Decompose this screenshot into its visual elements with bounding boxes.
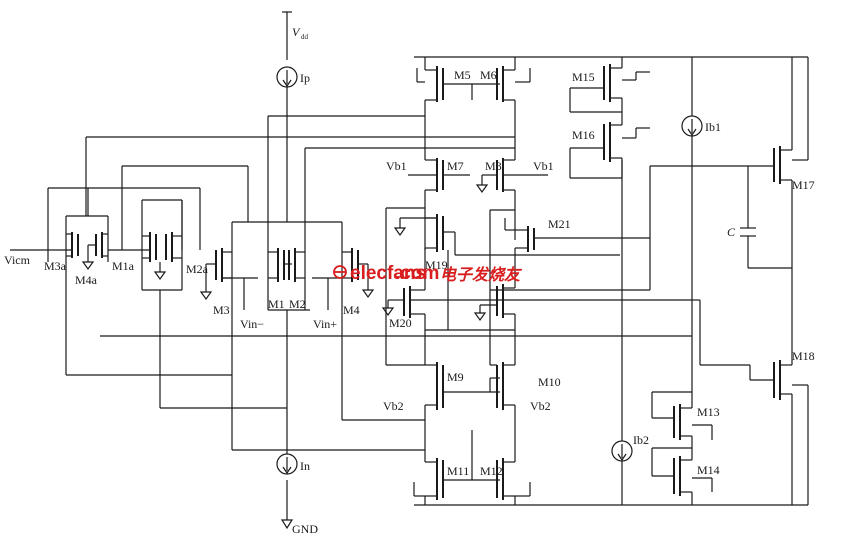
ip-label: Ip xyxy=(300,71,310,85)
ib1-label: Ib1 xyxy=(705,120,721,134)
label-m12: M12 xyxy=(480,464,503,478)
interconnect-wires xyxy=(47,115,701,451)
transistor-m3 xyxy=(199,221,268,310)
label-m17: M17 xyxy=(792,178,815,192)
current-source-ib1 xyxy=(681,57,703,400)
transistor-m20 xyxy=(381,286,692,330)
transistor-m1 xyxy=(267,222,310,311)
input-labels: Vicm Vin− Vin+ xyxy=(4,253,337,331)
label-m4a: M4a xyxy=(75,273,98,287)
label-m18: M18 xyxy=(792,349,815,363)
vb2-left-label: Vb2 xyxy=(383,399,404,413)
vdd-label: V xyxy=(292,25,301,39)
label-m14: M14 xyxy=(697,463,720,477)
label-m2a: M2a xyxy=(186,262,209,276)
in-label: In xyxy=(300,459,310,473)
transistor-m14 xyxy=(651,447,713,505)
vin-minus-label: Vin− xyxy=(240,317,264,331)
transistor-m4 xyxy=(305,221,375,310)
transistor-m19 xyxy=(400,214,620,290)
transistor-m9 xyxy=(424,330,500,450)
transistor-m2 xyxy=(268,221,306,310)
label-m15: M15 xyxy=(572,70,595,84)
capacitor-label: C xyxy=(727,225,736,239)
label-m1a: M1a xyxy=(112,259,135,273)
label-m3a: M3a xyxy=(44,259,67,273)
current-source-ib2 xyxy=(611,160,633,505)
label-m21: M21 xyxy=(548,217,571,231)
label-m10: M10 xyxy=(538,375,561,389)
capacitor-c xyxy=(740,166,792,269)
transistor-m18 xyxy=(700,360,809,505)
label-m20: M20 xyxy=(389,316,412,330)
label-m19: M19 xyxy=(425,258,448,272)
watermark-cn: 电子发烧友 xyxy=(440,266,523,284)
vdd-rail xyxy=(282,11,808,60)
label-m8: M8 xyxy=(485,159,502,173)
label-m5: M5 xyxy=(454,68,471,82)
watermark: elecfans .com 电子发烧友 xyxy=(333,263,523,284)
supply-labels: V dd GND xyxy=(292,25,318,536)
current-source-in xyxy=(276,310,298,475)
transistor-m1a xyxy=(108,200,157,290)
label-m1: M1 xyxy=(268,297,285,311)
watermark-dotcom: .com xyxy=(395,263,439,284)
vb1-left-label: Vb1 xyxy=(386,159,407,173)
transistor-m12 xyxy=(496,450,531,505)
watermark-logo-icon xyxy=(333,265,347,279)
current-source-ip xyxy=(276,66,298,222)
label-m7: M7 xyxy=(447,159,464,173)
transistor-m6 xyxy=(496,57,531,160)
label-m16: M16 xyxy=(572,128,595,142)
watermark-site: elecfans xyxy=(350,263,426,284)
vdd-subscript: dd xyxy=(301,33,309,41)
gnd-label: GND xyxy=(292,522,318,536)
label-m9: M9 xyxy=(447,370,464,384)
transistor-m2a xyxy=(142,200,183,291)
ib2-label: Ib2 xyxy=(633,433,649,447)
transistor-labels: M1 M2 M3 M4 M5 M6 M7 M8 M9 M10 M11 M12 M… xyxy=(44,68,815,478)
vb1-right-label: Vb1 xyxy=(533,159,554,173)
transistor-m13 xyxy=(651,391,713,460)
transistor-m3a xyxy=(10,215,108,262)
gnd-rail xyxy=(280,480,808,530)
label-m6: M6 xyxy=(480,68,497,82)
transistor-m16 xyxy=(569,122,650,179)
transistor-m8 xyxy=(475,158,548,230)
transistor-m15 xyxy=(569,57,650,125)
source-labels: Ip In Ib1 Ib2 C xyxy=(300,71,736,473)
label-m11: M11 xyxy=(447,464,469,478)
label-m13: M13 xyxy=(697,405,720,419)
vin-plus-label: Vin+ xyxy=(313,317,337,331)
transistor-m17 xyxy=(649,57,809,365)
label-m4: M4 xyxy=(343,303,360,317)
transistor-m5 xyxy=(416,57,500,160)
bias-labels: Vb1 Vb1 Vb2 Vb2 xyxy=(383,159,554,413)
vicm-label: Vicm xyxy=(4,253,31,267)
transistor-m11 xyxy=(413,430,500,505)
transistor-m21 xyxy=(393,218,610,260)
transistor-m7 xyxy=(408,158,470,230)
label-m3: M3 xyxy=(213,303,230,317)
transistor-m10 xyxy=(489,330,516,450)
transistor-m4a xyxy=(81,188,109,271)
label-m2: M2 xyxy=(289,297,306,311)
vb2-right-label: Vb2 xyxy=(530,399,551,413)
